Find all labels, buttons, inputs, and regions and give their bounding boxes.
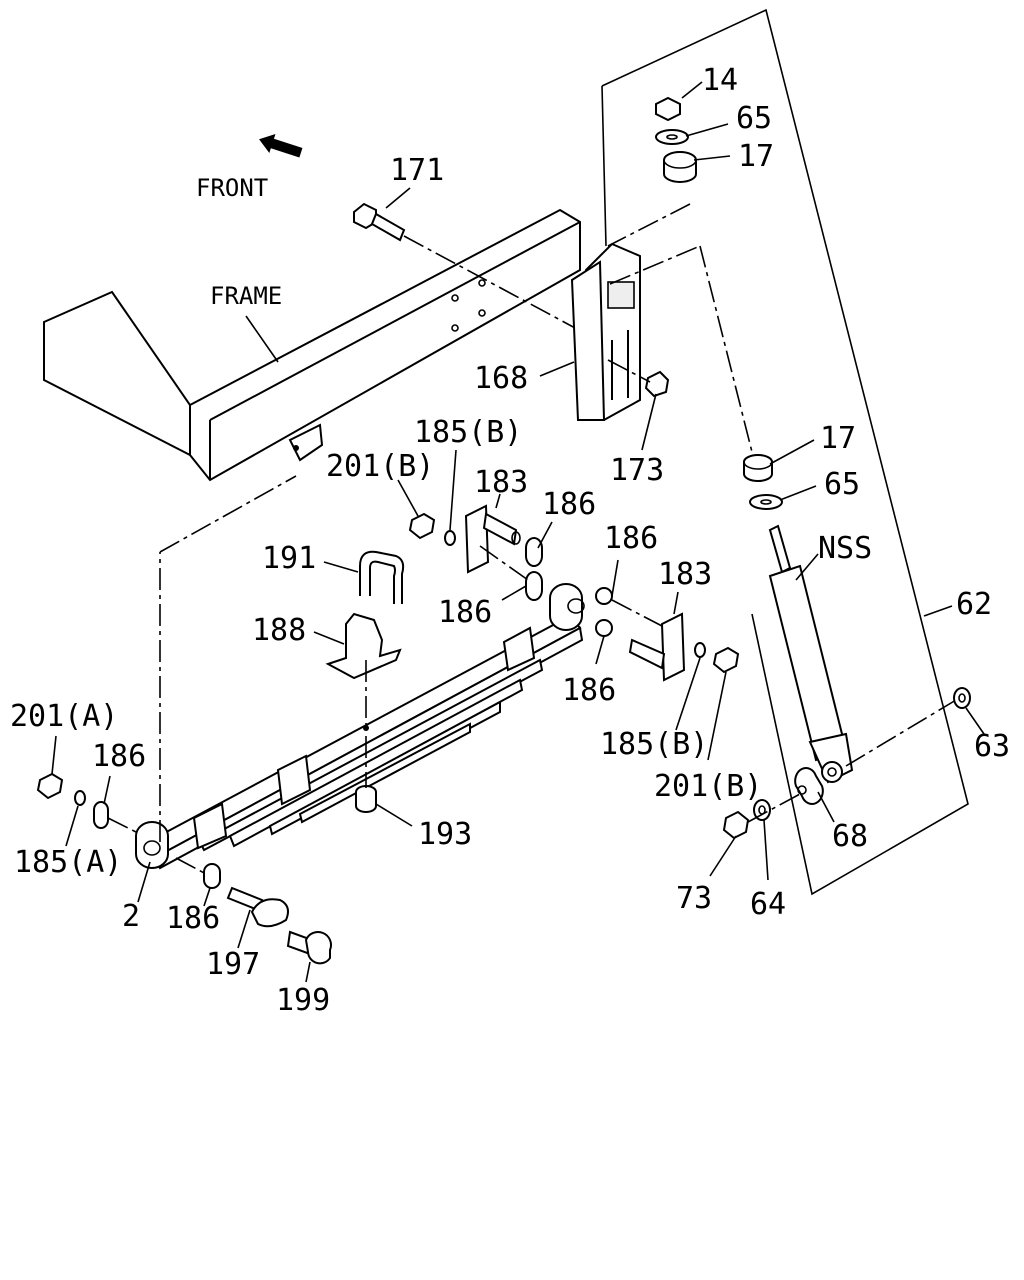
callout-14: 14	[702, 63, 738, 98]
nut-14	[655, 96, 681, 122]
callout-186-d: 186	[562, 673, 616, 708]
callout-73: 73	[676, 881, 712, 916]
clip-185b-top	[444, 530, 456, 546]
callout-193: 193	[418, 817, 472, 852]
callout-63: 63	[974, 729, 1010, 764]
callout-65-top: 65	[736, 101, 772, 136]
callout-2: 2	[122, 899, 140, 934]
washer-63	[953, 687, 971, 709]
clip-185a	[74, 790, 86, 806]
bushing-186-e	[93, 801, 109, 829]
callout-168: 168	[474, 361, 528, 396]
bushing-186-f	[203, 863, 221, 889]
front-arrow-icon	[259, 134, 303, 158]
rubber-bushing-17-top	[663, 151, 697, 183]
bushing-186-a	[525, 537, 543, 567]
callout-186-e: 186	[92, 739, 146, 774]
callout-186-c: 186	[438, 595, 492, 630]
bushing-68	[794, 767, 824, 805]
bolt-199	[286, 930, 332, 965]
callout-186-b: 186	[604, 521, 658, 556]
callout-185a: 185(A)	[14, 845, 122, 880]
shackle-pin-197	[226, 886, 289, 928]
nut-201a	[36, 772, 64, 800]
bushing-186-c	[525, 571, 543, 601]
callout-186-f: 186	[166, 901, 220, 936]
clip-185b-bottom	[694, 642, 706, 658]
callout-191: 191	[262, 541, 316, 576]
callout-188: 188	[252, 613, 306, 648]
rubber-bushing-17-mid	[743, 454, 773, 482]
washer-65-mid	[749, 494, 783, 510]
callout-171: 171	[390, 153, 444, 188]
callout-197: 197	[206, 947, 260, 982]
bolt-171	[353, 202, 406, 242]
nut-201b-top	[408, 512, 436, 540]
washer-65-top	[655, 129, 689, 145]
shackle-plate-183-right	[628, 612, 686, 682]
shock-absorber-62	[768, 524, 854, 784]
callout-173: 173	[610, 453, 664, 488]
callout-201a: 201(A)	[10, 699, 118, 734]
nut-73	[722, 810, 750, 840]
bushing-186-d	[595, 619, 613, 637]
nut-173	[644, 370, 670, 398]
callout-65-mid: 65	[824, 467, 860, 502]
callout-186-a: 186	[542, 487, 596, 522]
u-bolt-191	[359, 550, 405, 604]
callout-64: 64	[750, 887, 786, 922]
front-label: FRONT	[196, 174, 268, 202]
callout-185b-top: 185(B)	[414, 415, 522, 450]
bushing-186-b	[595, 587, 613, 605]
callout-183-top: 183	[474, 465, 528, 500]
shackle-hanger-bracket-168	[570, 242, 641, 422]
callout-199: 199	[276, 983, 330, 1018]
nut-201b-bottom	[712, 646, 740, 674]
frame-label: FRAME	[210, 282, 282, 310]
callout-201b-bottom: 201(B)	[654, 769, 762, 804]
callout-68: 68	[832, 819, 868, 854]
callout-nss: NSS	[818, 531, 872, 566]
shackle-plate-183-top	[464, 504, 521, 574]
callout-185b-bottom: 185(B)	[600, 727, 708, 762]
callout-17-mid: 17	[820, 421, 856, 456]
callout-201b-top: 201(B)	[326, 449, 434, 484]
nut-193	[355, 785, 377, 813]
callout-17-top: 17	[738, 139, 774, 174]
callout-62: 62	[956, 587, 992, 622]
leaf-spring-2	[135, 583, 585, 870]
callout-183-right: 183	[658, 557, 712, 592]
spring-pad-188	[325, 612, 402, 680]
